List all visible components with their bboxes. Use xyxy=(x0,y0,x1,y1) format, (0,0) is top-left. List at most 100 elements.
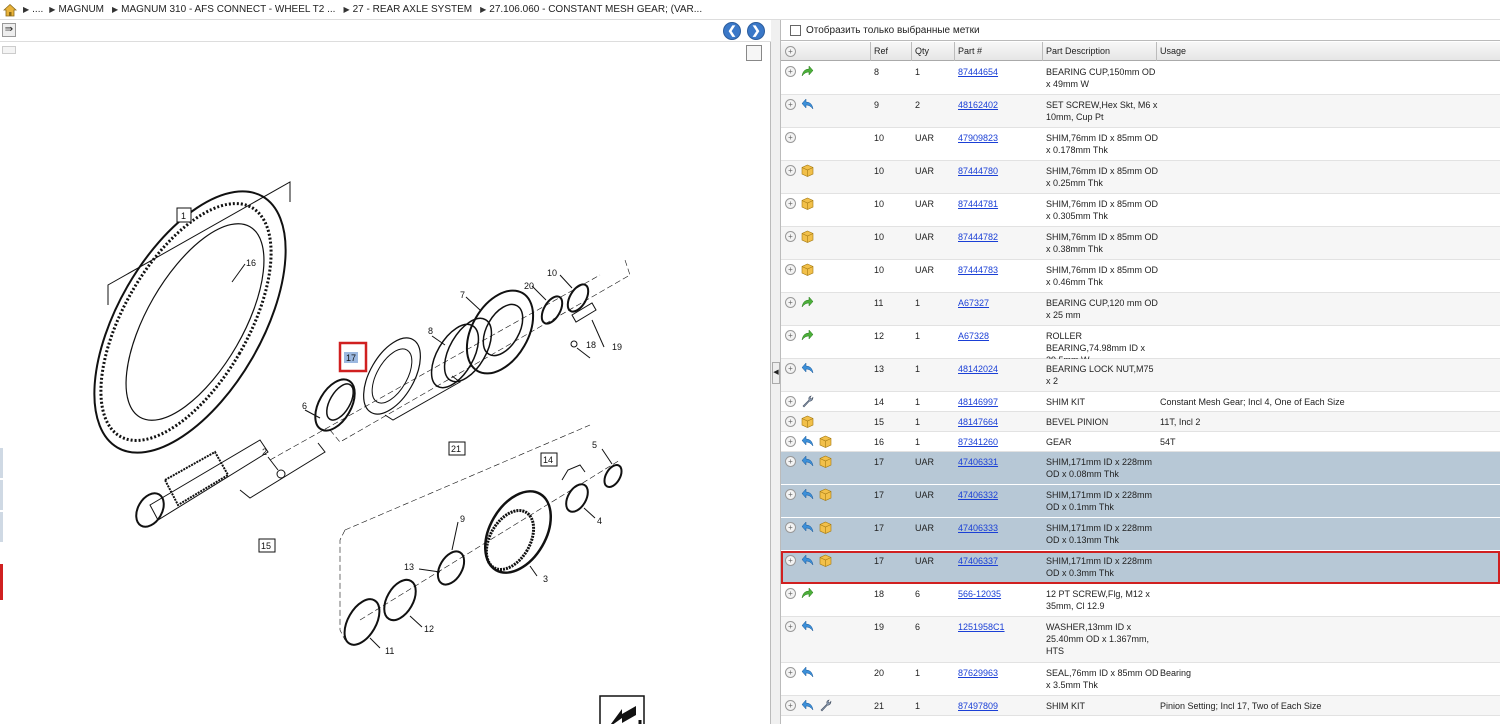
cell-ref: 8 xyxy=(874,67,880,77)
part-number-link[interactable]: 48162402 xyxy=(958,100,999,110)
cell-description: SHIM KIT xyxy=(1046,397,1086,407)
cell-qty: 1 xyxy=(915,364,921,374)
add-to-list-icon[interactable]: + xyxy=(785,363,796,374)
cell-ref: 17 xyxy=(874,556,885,566)
part-number-link[interactable]: 47909823 xyxy=(958,133,999,143)
header-part-description[interactable]: Part Description xyxy=(1042,42,1156,61)
add-to-list-icon[interactable]: + xyxy=(785,522,796,533)
part-number-link[interactable]: 87497809 xyxy=(958,701,999,711)
breadcrumb-item-model[interactable]: MAGNUM 310 - AFS CONNECT - WHEEL T2 ... xyxy=(112,4,335,15)
add-to-list-icon[interactable]: + xyxy=(785,456,796,467)
callout-label: 14 xyxy=(543,455,553,465)
add-to-list-icon[interactable]: + xyxy=(785,330,796,341)
breadcrumb-item-group[interactable]: 27.106.060 - CONSTANT MESH GEAR; (VAR... xyxy=(480,4,702,15)
header-usage[interactable]: Usage xyxy=(1156,42,1500,61)
header-part-number[interactable]: Part # xyxy=(954,42,1042,61)
header-qty[interactable]: Qty xyxy=(911,42,954,61)
add-to-list-icon[interactable]: + xyxy=(785,436,796,447)
add-to-list-icon[interactable]: + xyxy=(785,66,796,77)
add-to-list-icon[interactable]: + xyxy=(785,489,796,500)
add-to-list-icon[interactable]: + xyxy=(785,264,796,275)
part-number-link[interactable]: 87444781 xyxy=(958,199,999,209)
diagram-select-checkbox[interactable] xyxy=(746,45,762,61)
add-to-list-icon[interactable]: + xyxy=(785,588,796,599)
part-number-link[interactable]: 48142024 xyxy=(958,364,999,374)
callout-label: 7 xyxy=(460,290,465,300)
add-all-icon[interactable]: + xyxy=(785,46,796,57)
part-number-link[interactable]: A67327 xyxy=(958,298,990,308)
row-marker xyxy=(0,512,3,542)
part-number-link[interactable]: A67328 xyxy=(958,331,990,341)
cell-qty: UAR xyxy=(915,457,935,467)
add-to-list-icon[interactable]: + xyxy=(785,621,796,632)
cell-qty: 2 xyxy=(915,100,921,110)
add-to-list-icon[interactable]: + xyxy=(785,231,796,242)
cell-description: SHIM,76mm ID x 85mm OD x 0.178mm Thk xyxy=(1046,133,1159,155)
part-number-link[interactable]: 87341260 xyxy=(958,437,999,447)
cell-ref: 16 xyxy=(874,437,885,447)
part-number-link[interactable]: 87629963 xyxy=(958,668,999,678)
add-to-list-icon[interactable]: + xyxy=(785,555,796,566)
add-to-list-icon[interactable]: + xyxy=(785,700,796,711)
part-number-link[interactable]: 47406333 xyxy=(958,523,999,533)
part-number-link[interactable]: 566-12035 xyxy=(958,589,1002,599)
part-number-link[interactable]: 87444654 xyxy=(958,67,999,77)
breadcrumb-item-magnum[interactable]: MAGNUM xyxy=(49,4,104,15)
part-number-link[interactable]: 87444783 xyxy=(958,265,999,275)
cell-qty: UAR xyxy=(915,133,935,143)
header-ref[interactable]: Ref xyxy=(870,42,911,61)
next-button[interactable]: ❯ xyxy=(747,22,765,40)
part-number-link[interactable]: 48147664 xyxy=(958,417,999,427)
add-to-list-icon[interactable]: + xyxy=(785,297,796,308)
show-selected-only-checkbox[interactable] xyxy=(790,24,801,36)
previous-button[interactable]: ❮ xyxy=(723,22,741,40)
breadcrumb-item-root[interactable]: .... xyxy=(23,4,43,15)
part-number-link[interactable]: 87444780 xyxy=(958,166,999,176)
collapse-pane-button[interactable]: ◀ xyxy=(772,362,780,384)
cell-ref: 12 xyxy=(874,331,885,341)
add-to-list-icon[interactable]: + xyxy=(785,99,796,110)
part-number-link[interactable]: 1251958C1 xyxy=(958,622,1005,632)
add-to-list-icon[interactable]: + xyxy=(785,416,796,427)
callout-label: 20 xyxy=(524,281,534,291)
part-number-link[interactable]: 47406337 xyxy=(958,556,999,566)
diagram-scroll-indicator[interactable] xyxy=(2,46,16,54)
exploded-parts-diagram[interactable]: 1 2 3 4 5 6 7 8 9 10 18 11 12 13 14 15 1… xyxy=(0,60,771,724)
cell-description: SHIM,76mm ID x 85mm OD x 0.25mm Thk xyxy=(1046,166,1159,188)
export-button[interactable]: ⇛ xyxy=(2,23,16,37)
part-number-link[interactable]: 48146997 xyxy=(958,397,999,407)
part-number-link[interactable]: 47406332 xyxy=(958,490,999,500)
add-to-list-icon[interactable]: + xyxy=(785,165,796,176)
part-number-link[interactable]: 47406331 xyxy=(958,457,999,467)
add-to-list-icon[interactable]: + xyxy=(785,396,796,407)
home-icon[interactable] xyxy=(2,3,18,17)
breadcrumb-item-system[interactable]: 27 - REAR AXLE SYSTEM xyxy=(343,4,473,15)
callout-label: 19 xyxy=(612,342,622,352)
add-to-list-icon[interactable]: + xyxy=(785,667,796,678)
part-number-link[interactable]: 87444782 xyxy=(958,232,999,242)
add-to-list-icon[interactable]: + xyxy=(785,132,796,143)
add-to-list-icon[interactable]: + xyxy=(785,198,796,209)
cell-usage: Pinion Setting; Incl 17, Two of Each Siz… xyxy=(1160,701,1322,711)
